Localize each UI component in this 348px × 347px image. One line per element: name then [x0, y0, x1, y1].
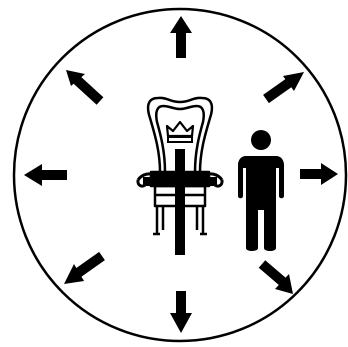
arrow-down-icon [170, 291, 192, 333]
arrow-up-icon [170, 16, 192, 58]
person-icon [238, 130, 284, 251]
arrow-up-left-icon [66, 70, 100, 101]
arrow-down-left-icon [64, 256, 102, 284]
arrow-left-icon [24, 164, 67, 186]
arrow-down-right-icon [262, 264, 293, 294]
arrow-right-icon [300, 163, 338, 185]
crown-icon [167, 122, 193, 142]
arrow-up-right-icon [266, 72, 304, 99]
